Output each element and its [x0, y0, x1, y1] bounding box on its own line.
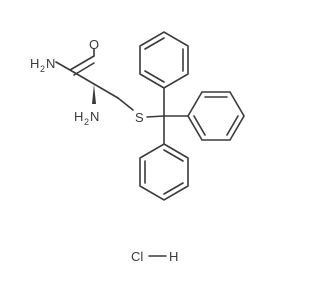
phenyl-ring-bottom [139, 143, 189, 201]
phenyl-ring-top [139, 31, 189, 89]
structure-diagram: H 2 N O H 2 N S Cl H [30, 31, 245, 264]
bond-alpha-ch2 [93, 83, 119, 99]
bond-co-double-1 [69, 55, 95, 71]
phenyl-ring-right [187, 91, 245, 141]
bond-c-carbonyl-alpha [69, 69, 95, 85]
alpha-n-label: N [90, 109, 99, 124]
hcl-h-label: H [169, 249, 178, 264]
structure-canvas: H 2 N O H 2 N S Cl H [30, 31, 245, 264]
hcl-cl-label: Cl [131, 249, 143, 264]
amide-n-sub-label: 2 [40, 64, 45, 74]
bond-co-double-2 [73, 62, 95, 76]
alpha-h-label: H [74, 109, 83, 124]
bond-cn-amide [55, 61, 71, 71]
bond-alpha-n-wedge [92, 84, 96, 104]
bond-s-c-trityl [146, 115, 165, 118]
amide-n-atom-label: N [46, 56, 55, 71]
sulfur-label: S [135, 110, 144, 125]
amide-n-label: H [30, 56, 39, 71]
bond-ch2-s [117, 97, 134, 111]
alpha-h-sub-label: 2 [84, 117, 89, 127]
carbonyl-o-label: O [89, 37, 99, 52]
